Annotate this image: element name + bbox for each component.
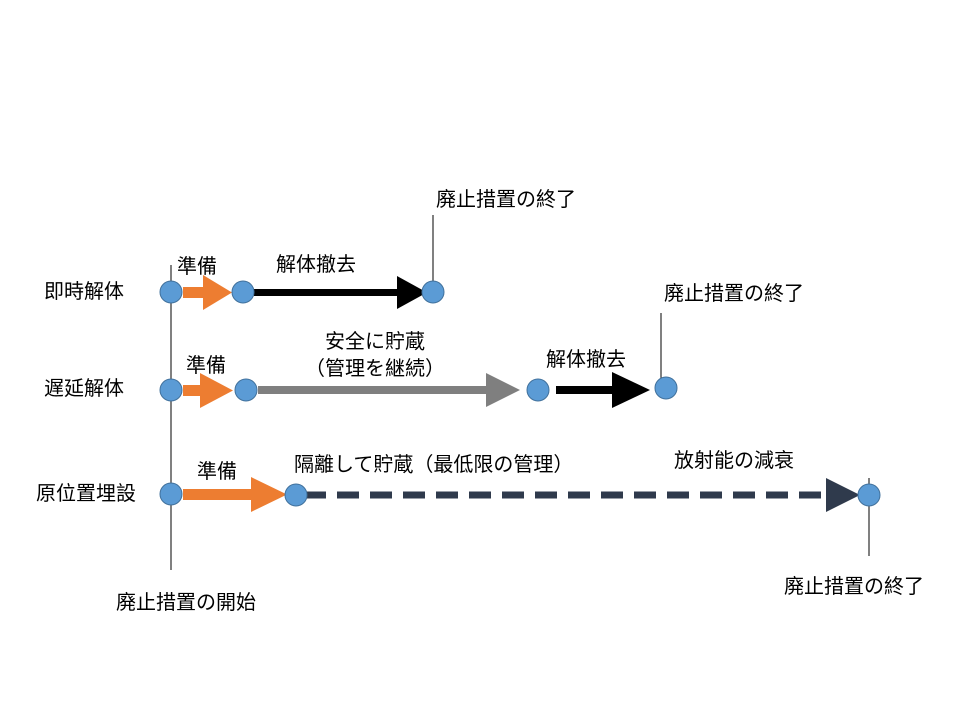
label-deferred-prep: 準備 [186,353,226,377]
arrow-entombment-isolation [304,478,860,512]
label-deferred-dismantle: 解体撤去 [546,347,626,371]
label-deferred-end: 廃止措置の終了 [664,281,804,305]
row-label-immediate: 即時解体 [44,279,124,303]
arrow-entombment-prep [183,477,287,512]
row-label-deferred: 遅延解体 [44,376,124,400]
node-deferred-start [159,378,183,402]
arrow-immediate-prep [183,275,232,310]
label-entombment-prep: 準備 [197,459,237,483]
node-immediate-start [159,280,183,304]
label-entombment-end: 廃止措置の終了 [784,574,924,598]
node-entombment-end [857,483,881,507]
label-immediate-prep: 準備 [177,254,217,278]
label-entombment-decay: 放射能の減衰 [674,448,794,472]
label-entombment-isolation: 隔離して貯蔵（最低限の管理） [294,452,574,476]
node-deferred-storage-end [526,378,550,402]
row-label-entombment: 原位置埋設 [36,481,136,505]
label-deferred-storage-line2: （管理を継続） [305,356,445,380]
node-immediate-end [421,280,445,304]
node-entombment-start [159,482,183,506]
arrow-deferred-dismantle [556,372,650,408]
arrow-deferred-prep [183,373,233,408]
arrow-immediate-dismantle [254,276,427,309]
label-start: 廃止措置の開始 [116,590,256,614]
label-deferred-storage-line1: 安全に貯蔵 [325,329,425,353]
node-deferred-prep-end [234,378,258,402]
label-immediate-end: 廃止措置の終了 [436,187,576,211]
label-immediate-dismantle: 解体撤去 [276,252,356,276]
arrow-deferred-storage [258,373,520,407]
node-entombment-prep-end [284,483,308,507]
node-deferred-end [654,376,678,400]
node-immediate-prep-end [231,280,255,304]
